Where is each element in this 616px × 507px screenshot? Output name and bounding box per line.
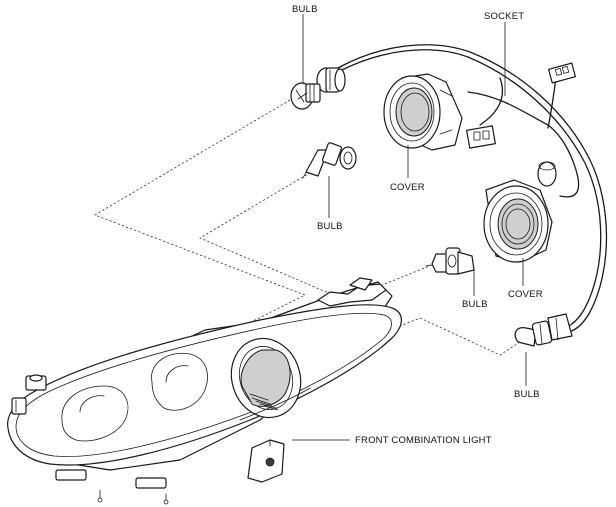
cover-upper-icon — [383, 73, 463, 151]
bulb-middle-icon — [302, 142, 357, 179]
label-bulb-middle: BULB — [317, 221, 343, 232]
label-bulb-right: BULB — [462, 299, 488, 310]
front-combination-light-icon — [7, 277, 402, 505]
leader-lines — [292, 14, 527, 441]
label-front-combination-light: FRONT COMBINATION LIGHT — [355, 435, 492, 446]
label-bulb-top: BULB — [292, 4, 318, 15]
harness-connector-upper — [547, 62, 577, 84]
left-mount-bosses — [11, 374, 47, 415]
label-socket: SOCKET — [484, 11, 524, 22]
label-cover-lower: COVER — [508, 289, 543, 300]
label-cover-upper: COVER — [390, 182, 425, 193]
right-mount-block — [247, 439, 285, 483]
harness-connector-cap — [537, 161, 557, 187]
projector-ribs — [249, 393, 279, 411]
bulb-top-icon — [290, 82, 321, 110]
bulb-right-icon — [425, 247, 475, 275]
socket-top — [316, 67, 346, 93]
label-bulb-bottom: BULB — [514, 389, 540, 400]
wiring-harness — [337, 44, 608, 333]
cover-lower-icon — [483, 179, 553, 263]
bottom-tabs — [55, 469, 169, 505]
bulb-bottom-icon — [514, 313, 573, 347]
harness-connector-middle — [466, 125, 496, 149]
